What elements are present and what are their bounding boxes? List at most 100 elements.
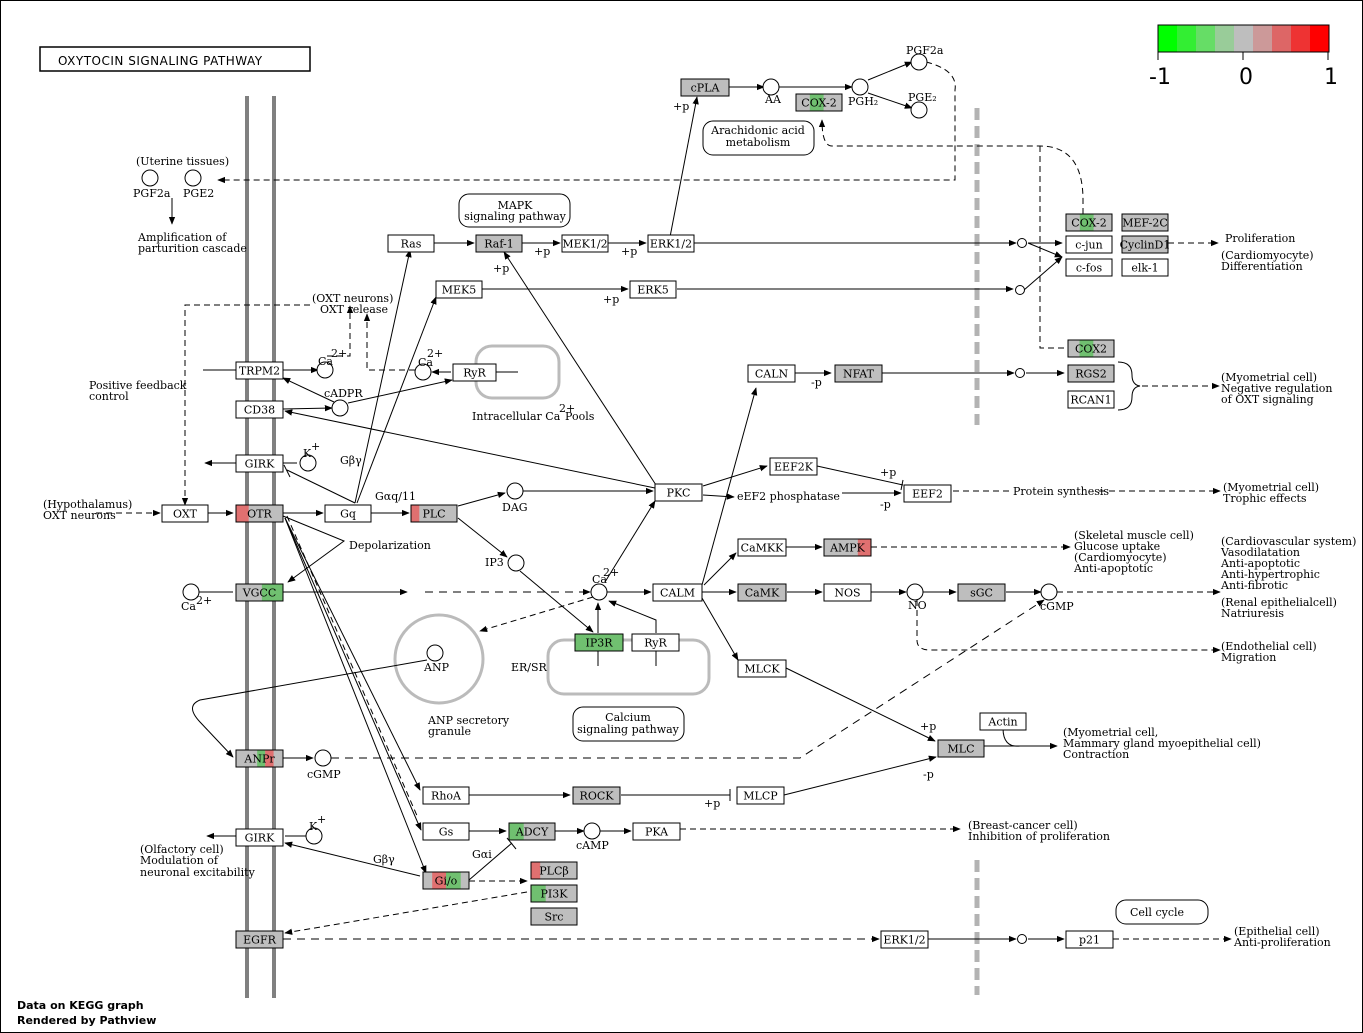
gene-label: CALM (660, 587, 695, 600)
gene-node-plc-[interactable]: PLCβ (530, 861, 578, 880)
gene-node-cd38[interactable]: CD38 (235, 400, 284, 419)
svg-text:ANP secretory: ANP secretory (427, 714, 510, 727)
gene-node-rock[interactable]: ROCK (572, 786, 621, 805)
gene-node-camk[interactable]: CaMK (737, 583, 787, 602)
gene-label: GIRK (245, 458, 275, 471)
compounds (141, 53, 1058, 944)
gene-node-cpla[interactable]: cPLA (680, 78, 730, 97)
svg-text:OXT release: OXT release (320, 303, 388, 316)
gene-node-camkk[interactable]: CaMKK (737, 538, 787, 557)
gene-node-cox2[interactable]: COX2 (1067, 339, 1115, 358)
gene-node-cox-2-top[interactable]: COX-2 (795, 93, 843, 112)
gene-node-p21[interactable]: p21 (1065, 930, 1114, 949)
gene-node-pi3k[interactable]: PI3K (530, 884, 578, 903)
svg-text:Gβγ: Gβγ (373, 853, 395, 866)
gene-node-gq[interactable]: Gq (324, 504, 372, 523)
gene-node-anpr[interactable]: ANPr (235, 749, 284, 768)
gene-node-adcy[interactable]: ADCY (508, 822, 556, 841)
gene-node-calm[interactable]: CALM (652, 583, 703, 602)
legend-mid-label: 0 (1239, 65, 1253, 90)
gene-node-nos[interactable]: NOS (823, 583, 872, 602)
gene-label: AMPK (829, 542, 866, 555)
gene-node-gs[interactable]: Gs (422, 822, 470, 841)
compound-labels: AA PGF2a PGH₂ PGE₂ PGF2a PGE2 Ca 2+ cADP… (133, 44, 1074, 852)
compound-anp: ANP (423, 661, 450, 674)
gene-node-otr[interactable]: OTR (235, 504, 284, 523)
gene-node-caln[interactable]: CALN (747, 364, 796, 383)
gene-node-vgcc[interactable]: VGCC (235, 583, 284, 602)
gene-node-ryr-a[interactable]: RyR (452, 363, 497, 382)
gene-node-trpm2[interactable]: TRPM2 (235, 361, 284, 380)
svg-text:Trophic effects: Trophic effects (1223, 492, 1307, 505)
gene-node-erk5[interactable]: ERK5 (629, 280, 677, 299)
gene-node-ip3r[interactable]: IP3R (574, 633, 624, 652)
gene-node-eef2k[interactable]: EEF2K (769, 457, 818, 476)
gene-label: VGCC (242, 587, 277, 600)
gene-node-rgs2[interactable]: RGS2 (1067, 364, 1115, 383)
gene-node-erk1-2-a[interactable]: ERK1/2 (647, 234, 695, 253)
gene-label: ADCY (515, 826, 549, 839)
svg-text:Cell cycle: Cell cycle (1130, 906, 1184, 919)
gene-label: ROCK (580, 790, 615, 803)
gene-node-egfr[interactable]: EGFR (235, 930, 284, 949)
svg-text:of OXT signaling: of OXT signaling (1221, 393, 1314, 406)
gene-label: TRPM2 (239, 365, 280, 378)
gene-node-mlc[interactable]: MLC (937, 739, 985, 758)
gene-label: RGS2 (1075, 368, 1107, 381)
gene-node-mef-2c[interactable]: MEF-2C (1121, 213, 1169, 232)
svg-text:(Cardiomyocyte): (Cardiomyocyte) (1074, 551, 1167, 564)
compound-dag: DAG (502, 501, 528, 514)
svg-text:(OXT neurons): (OXT neurons) (312, 292, 393, 305)
gene-node-ras[interactable]: Ras (387, 234, 435, 253)
gene-node-girk-b[interactable]: GIRK (235, 828, 284, 847)
gene-label: ERK1/2 (883, 934, 925, 947)
gene-node-eef2[interactable]: EEF2 (903, 484, 952, 503)
gene-node-c-fos[interactable]: c-fos (1065, 258, 1113, 277)
map-arachidonic[interactable]: Arachidonic acid metabolism (702, 120, 815, 156)
gene-label: EEF2K (774, 461, 814, 474)
gene-node-raf-1[interactable]: Raf-1 (475, 234, 523, 253)
svg-text:Protein synthesis: Protein synthesis (1013, 485, 1109, 498)
gene-node-cox-2-r[interactable]: COX-2 (1065, 213, 1113, 232)
gene-label: Src (545, 911, 564, 924)
gene-node-gi-o[interactable]: Gi/o (422, 871, 470, 890)
svg-text:Pools: Pools (565, 410, 595, 423)
gene-label: CD38 (244, 404, 275, 417)
gene-node-rcan1[interactable]: RCAN1 (1067, 390, 1115, 409)
compound-cgmp-b: cGMP (307, 768, 341, 781)
gene-node-plc[interactable]: PLC (410, 504, 458, 523)
gene-node-c-jun[interactable]: c-jun (1065, 235, 1113, 254)
gene-node-mlcp[interactable]: MLCP (736, 786, 785, 805)
map-cell-cycle[interactable]: Cell cycle (1115, 899, 1209, 925)
gene-node-nfat[interactable]: NFAT (834, 364, 883, 383)
compound-ca-d: Ca (592, 573, 607, 586)
gene-label: Gi/o (435, 875, 458, 888)
gene-node-ryr-b[interactable]: RyR (631, 633, 680, 652)
gene-node-pkc[interactable]: PKC (654, 483, 703, 502)
svg-text:-p: -p (880, 498, 891, 511)
gene-node-src[interactable]: Src (530, 907, 578, 926)
gene-node-actin[interactable]: Actin (979, 712, 1027, 731)
gene-node-ampk[interactable]: AMPK (823, 538, 872, 557)
gene-node-erk1-2-b[interactable]: ERK1/2 (880, 930, 929, 949)
gene-node-sgc[interactable]: sGC (957, 583, 1006, 602)
gene-node-mlck[interactable]: MLCK (737, 659, 787, 678)
gene-node-mek1-2[interactable]: MEK1/2 (561, 234, 609, 253)
gene-node-mek5[interactable]: MEK5 (435, 280, 483, 299)
gene-label: c-jun (1075, 239, 1102, 252)
compound-k-b-charge: + (317, 813, 326, 826)
gene-node-pka[interactable]: PKA (632, 822, 681, 841)
gene-node-cyclind1[interactable]: CyclinD1 (1120, 235, 1171, 254)
map-mapk-signaling[interactable]: MAPK signaling pathway (458, 193, 571, 228)
gene-node-oxt[interactable]: OXT (161, 504, 209, 523)
compound-pgf2a: PGF2a (906, 44, 944, 57)
svg-text:Amplification of: Amplification of (137, 231, 227, 244)
gene-node-girk-a[interactable]: GIRK (235, 454, 284, 473)
svg-text:granule: granule (428, 725, 471, 738)
gene-node-elk-1[interactable]: elk-1 (1121, 258, 1169, 277)
gene-label: Actin (987, 716, 1017, 729)
map-calcium-signaling[interactable]: Calcium signaling pathway (572, 706, 685, 742)
svg-text:Differentiation: Differentiation (1221, 260, 1303, 273)
gene-node-rhoa[interactable]: RhoA (422, 786, 470, 805)
